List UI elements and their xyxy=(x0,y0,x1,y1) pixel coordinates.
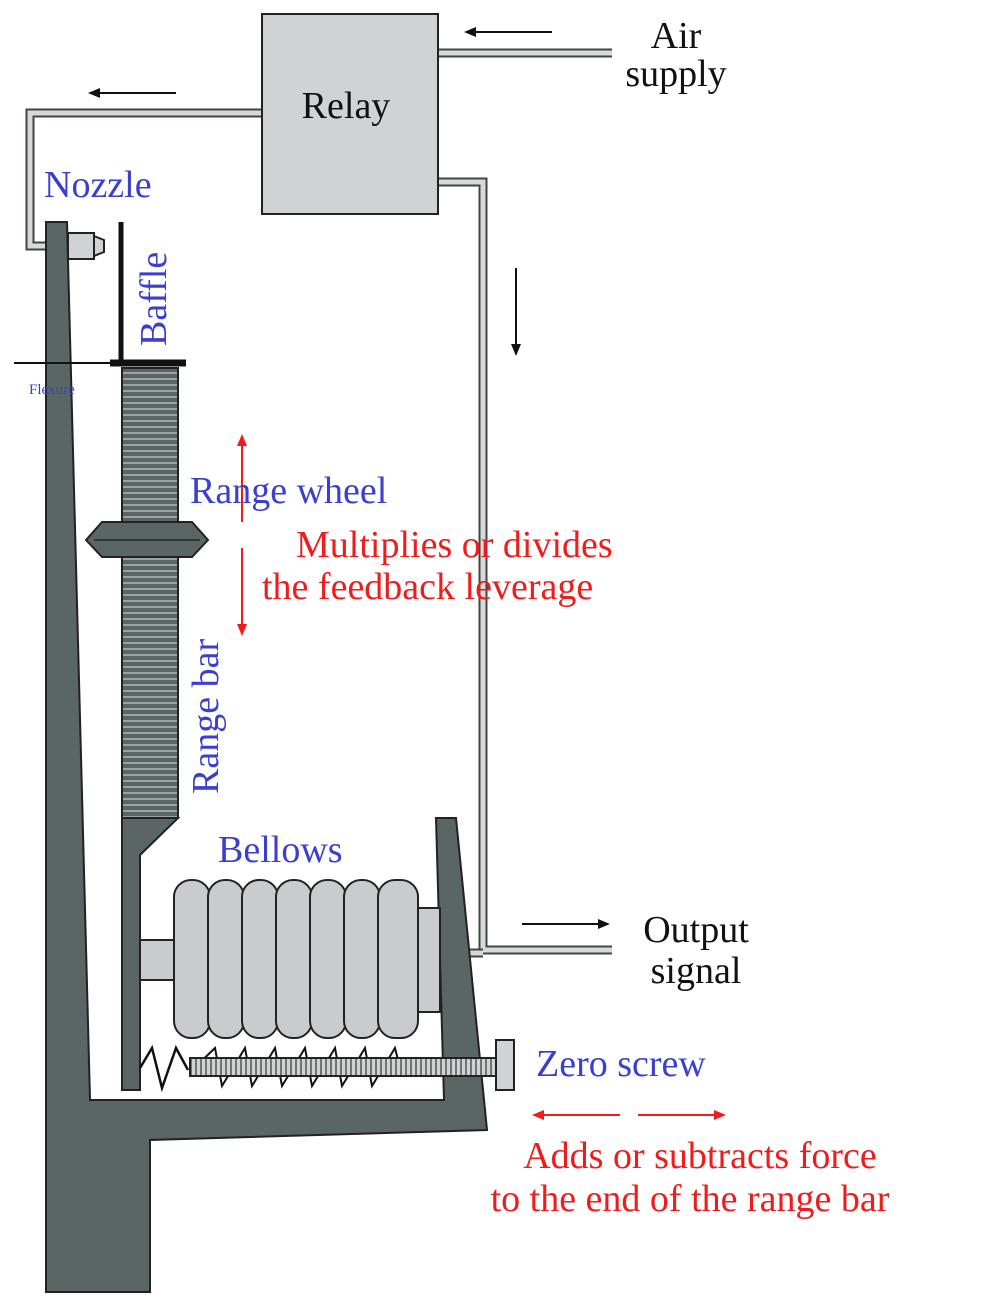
flexure-label: Flexure xyxy=(29,382,75,398)
adjustment-arrows xyxy=(237,434,726,1120)
range-bar xyxy=(121,367,181,1091)
zero-screw-note-line1: Adds or subtracts force xyxy=(523,1135,877,1177)
relay-label: Relay xyxy=(302,85,391,127)
output-signal-label-line2: signal xyxy=(651,950,742,992)
nozzle-label: Nozzle xyxy=(44,164,152,206)
bellows-label: Bellows xyxy=(218,829,343,871)
relay: Relay xyxy=(261,13,439,215)
range-bar-label: Range bar xyxy=(185,639,227,794)
baffle-label: Baffle xyxy=(133,252,175,346)
range-wheel-label: Range wheel xyxy=(190,470,387,512)
spring xyxy=(138,1044,190,1093)
range-wheel-note-line1: Multiplies or divides xyxy=(296,524,613,566)
nozzle xyxy=(67,232,105,260)
output-signal-label-line1: Output xyxy=(643,909,749,951)
bellows xyxy=(139,879,441,1039)
frame xyxy=(45,221,489,1293)
range-wheel-note-line2: the feedback leverage xyxy=(262,566,593,608)
zero-screw-note-line2: to the end of the range bar xyxy=(491,1178,890,1220)
zero-screw xyxy=(138,1039,515,1093)
zero-screw-label: Zero screw xyxy=(536,1043,706,1085)
air-supply-label-line2: supply xyxy=(625,53,726,95)
air-supply-label-line1: Air xyxy=(651,15,702,57)
flow-arrows xyxy=(88,27,610,929)
